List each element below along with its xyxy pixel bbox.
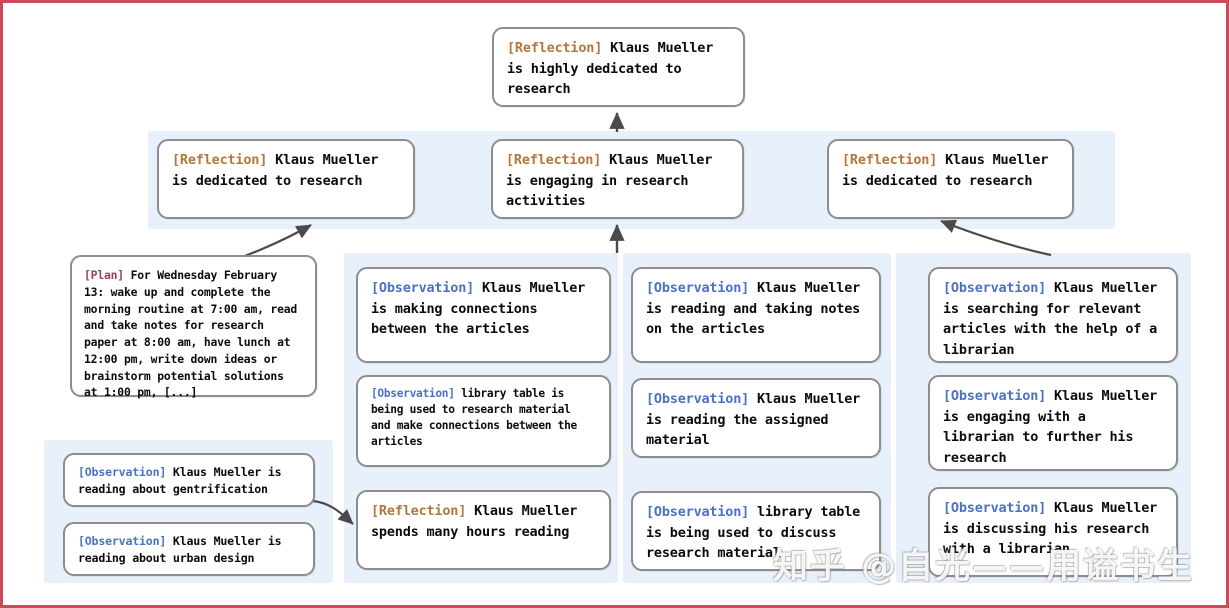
node-text: Klaus Mueller is engaging in research ac… <box>506 152 721 210</box>
node-text: Klaus Mueller is searching for relevant … <box>943 280 1165 358</box>
node-text: library table is being used to discuss r… <box>646 504 868 562</box>
node-tag: [Plan] <box>84 268 124 282</box>
node-reflection-left[interactable]: [Reflection] Klaus Mueller is dedicated … <box>157 139 415 219</box>
node-text: Klaus Mueller is engaging with a librari… <box>943 388 1165 466</box>
node-text: Klaus Mueller is dedicated to research <box>842 152 1057 189</box>
node-text: Klaus Mueller is reading about urban des… <box>78 534 289 565</box>
node-tag: [Observation] <box>78 534 167 548</box>
node-column1-observation-1[interactable]: [Observation] Klaus Mueller is making co… <box>356 267 611 363</box>
node-reflection-mid[interactable]: [Reflection] Klaus Mueller is engaging i… <box>491 139 744 219</box>
node-tag: [Reflection] <box>507 40 603 56</box>
node-bottom-left-observation-1[interactable]: [Observation] Klaus Mueller is reading a… <box>63 453 315 507</box>
node-text: For Wednesday February 13: wake up and c… <box>84 268 304 400</box>
node-text: Klaus Mueller is reading about gentrific… <box>78 465 289 496</box>
node-text: Klaus Mueller is reading the assigned ma… <box>646 391 868 449</box>
node-tag: [Reflection] <box>172 152 268 168</box>
node-column1-observation-2[interactable]: [Observation] library table is being use… <box>356 375 611 467</box>
watermark: 知乎 @自光——用谥书生 <box>773 547 1195 587</box>
node-column2-observation-2[interactable]: [Observation] Klaus Mueller is reading t… <box>631 378 881 458</box>
node-tag: [Observation] <box>371 387 455 400</box>
node-tag: [Observation] <box>371 280 475 296</box>
node-tag: [Reflection] <box>506 152 602 168</box>
node-text: Klaus Mueller is discussing his research… <box>943 500 1165 558</box>
node-tag: [Observation] <box>943 280 1047 296</box>
node-tag: [Observation] <box>943 500 1047 516</box>
node-root-reflection[interactable]: [Reflection] Klaus Mueller is highly ded… <box>492 27 745 107</box>
node-tag: [Observation] <box>646 504 750 520</box>
node-tag: [Observation] <box>78 465 167 479</box>
node-column1-reflection[interactable]: [Reflection] Klaus Mueller spends many h… <box>356 490 611 570</box>
node-tag: [Observation] <box>943 388 1047 404</box>
node-tag: [Reflection] <box>842 152 938 168</box>
node-column2-observation-3[interactable]: [Observation] library table is being use… <box>631 491 881 571</box>
node-bottom-left-observation-2[interactable]: [Observation] Klaus Mueller is reading a… <box>63 522 315 576</box>
node-plan[interactable]: [Plan] For Wednesday February 13: wake u… <box>70 255 317 400</box>
node-column2-observation-1[interactable]: [Observation] Klaus Mueller is reading a… <box>631 267 881 363</box>
node-text: Klaus Mueller is highly dedicated to res… <box>507 40 722 98</box>
node-tag: [Reflection] <box>371 503 467 519</box>
node-text: Klaus Mueller is dedicated to research <box>172 152 387 189</box>
node-tag: [Observation] <box>646 391 750 407</box>
node-column3-observation-1[interactable]: [Observation] Klaus Mueller is searching… <box>928 267 1178 363</box>
node-column3-observation-2[interactable]: [Observation] Klaus Mueller is engaging … <box>928 375 1178 471</box>
node-text: Klaus Mueller spends many hours reading <box>371 503 586 540</box>
node-text: Klaus Mueller is reading and taking note… <box>646 280 868 338</box>
node-tag: [Observation] <box>646 280 750 296</box>
node-reflection-right[interactable]: [Reflection] Klaus Mueller is dedicated … <box>827 139 1074 219</box>
node-text: Klaus Mueller is making connections betw… <box>371 280 593 338</box>
node-column3-observation-3[interactable]: [Observation] Klaus Mueller is discussin… <box>928 487 1178 577</box>
node-text: library table is being used to research … <box>371 387 584 449</box>
